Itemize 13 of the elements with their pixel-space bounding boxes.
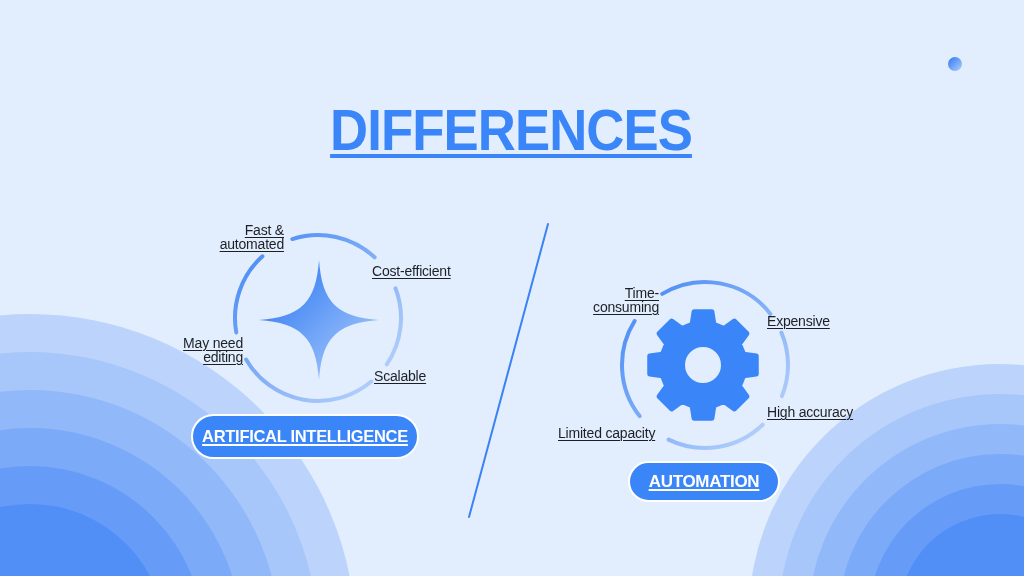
- feature-label: High accuracy: [767, 405, 854, 419]
- category-pill: [191, 414, 419, 459]
- feature-label: Cost-efficient: [372, 264, 451, 278]
- category-pill: [628, 461, 780, 502]
- feature-label: Scalable: [374, 369, 427, 383]
- title-heading: DIFFERENCES: [330, 102, 692, 159]
- feature-label: Expensive: [767, 314, 830, 328]
- feature-label: May need editing: [182, 336, 243, 364]
- feature-label: Limited capacity: [558, 426, 656, 440]
- category-label: ARTIFICAL INTELLIGENCE: [202, 427, 408, 446]
- feature-label: Time-consuming: [592, 286, 659, 314]
- feature-label: Fast & automated: [218, 223, 284, 251]
- category-label: AUTOMATION: [648, 471, 760, 492]
